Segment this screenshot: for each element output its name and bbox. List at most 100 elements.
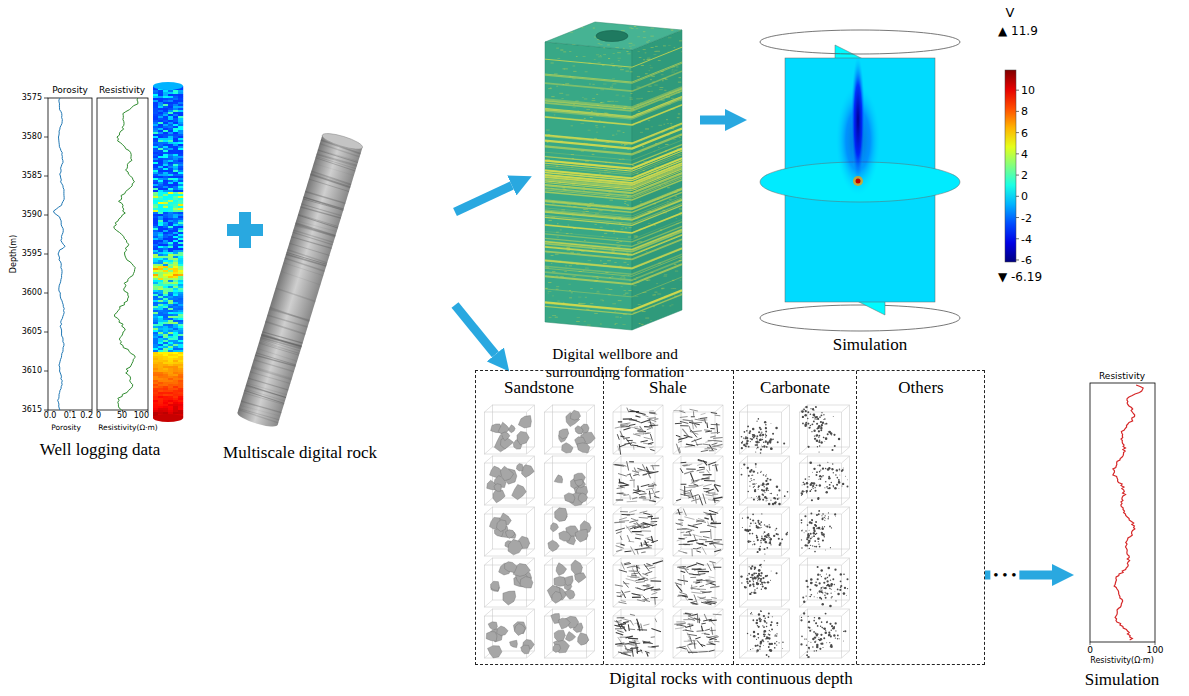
well-log-plot: [163, 280, 168, 282]
well-log-plot: [178, 226, 183, 228]
well-log-plot: [163, 236, 168, 238]
well-log-plot: [173, 104, 178, 106]
well-log-plot: [173, 178, 178, 180]
well-log-plot: [178, 344, 183, 346]
well-log-plot: [178, 362, 183, 364]
well-log-plot: [173, 376, 178, 378]
well-log-plot: [158, 224, 163, 226]
well-log-plot: [158, 250, 163, 252]
well-log-plot: [168, 144, 173, 146]
well-log-plot: [178, 254, 183, 256]
well-log-plot: [178, 372, 183, 374]
well-log-plot: [158, 372, 163, 374]
well-log-plot: [163, 98, 168, 100]
well-log-plot: [178, 304, 183, 306]
well-log-plot: [168, 290, 173, 292]
well-log-plot: [168, 220, 173, 222]
wellbore-block: [585, 267, 589, 269]
well-log-plot: [153, 268, 158, 270]
color-bar: [1016, 238, 1019, 239]
well-log-plot: [178, 196, 183, 198]
well-log-plot: [163, 264, 168, 266]
well-log-plot: [168, 152, 173, 154]
well-log-plot: [173, 356, 178, 358]
well-log-plot: [158, 256, 163, 258]
well-log-plot: [158, 346, 163, 348]
well-log-plot: [178, 364, 183, 366]
digital-rock-images: [624, 443, 632, 444]
well-log-plot: [153, 132, 158, 134]
wellbore-block: [585, 296, 587, 298]
wellbore-block: [611, 100, 614, 102]
well-log-plot: [168, 378, 173, 380]
well-log-plot: [168, 194, 173, 196]
wellbore-block: [679, 30, 681, 32]
well-log-plot: [153, 384, 158, 386]
well-log-plot: [178, 312, 183, 314]
well-log-plot: [168, 190, 173, 192]
well-log-plot: [158, 226, 163, 228]
well-log-plot: [163, 268, 168, 270]
well-log-plot: [153, 364, 158, 366]
well-log-plot: [173, 214, 178, 216]
well-log-plot: [168, 204, 173, 206]
wellbore-block: [554, 114, 556, 116]
wellbore-block: [643, 37, 646, 39]
well-log-plot: [163, 192, 168, 194]
rock-core-cylinder: [286, 252, 326, 265]
well-log-plot: [168, 284, 173, 286]
well-log-plot: [173, 230, 178, 232]
well-log-plot: [158, 238, 163, 240]
well-log-plot: [173, 144, 178, 146]
well-log-plot: [178, 186, 183, 188]
wellbore-block: [621, 226, 624, 228]
well-log-plot: [163, 370, 168, 372]
well-log-plot: [168, 370, 173, 372]
wellbore-block: [600, 299, 603, 301]
well-log-plot: [153, 126, 158, 128]
well-log-plot: [168, 254, 173, 256]
well-log-plot: [173, 136, 178, 138]
well-log-plot: [168, 94, 173, 96]
well-log-plot: [153, 346, 158, 348]
well-log-plot: [173, 330, 178, 332]
well-log-plot: [178, 310, 183, 312]
digital-rock-images: [485, 463, 527, 505]
wellbore-block: [614, 262, 616, 264]
wellbore-block: [681, 51, 684, 53]
well-log-plot: [168, 238, 173, 240]
well-log-plot: [178, 222, 183, 224]
well-log-plot: [163, 282, 168, 284]
rock-core-cylinder: [280, 271, 321, 285]
well-log-plot: [178, 338, 183, 340]
wellbore-block: [550, 29, 553, 31]
well-log-plot: [153, 300, 158, 302]
well-log-plot: [178, 198, 183, 200]
well-log-plot: [173, 336, 178, 338]
digital-rock-images: [521, 645, 530, 653]
well-log-plot: [163, 296, 168, 298]
well-log-plot: [153, 174, 158, 176]
well-log-plot: [173, 296, 178, 298]
wellbore-block: [632, 44, 636, 46]
well-log-plot: [168, 312, 173, 314]
well-log-plot: [153, 218, 158, 220]
well-log-plot: [178, 314, 183, 316]
well-log-plot: [173, 228, 178, 230]
well-log-plot: [163, 400, 168, 402]
wellbore-block: [676, 66, 679, 68]
well-log-plot: [158, 176, 163, 178]
well-log-plot: [168, 188, 173, 190]
well-log-plot: [153, 386, 158, 388]
well-log-plot: [178, 400, 183, 402]
well-log-plot: [178, 238, 183, 240]
well-log-plot: [163, 290, 168, 292]
well-log-plot: [178, 284, 183, 286]
wellbore-block: [600, 55, 602, 57]
well-log-plot: [173, 240, 178, 242]
well-log-plot: [158, 96, 163, 98]
well-log-plot: [153, 358, 158, 360]
wellbore-block: [584, 240, 586, 242]
well-log-plot: [158, 384, 163, 386]
well-log-plot: [158, 362, 163, 364]
